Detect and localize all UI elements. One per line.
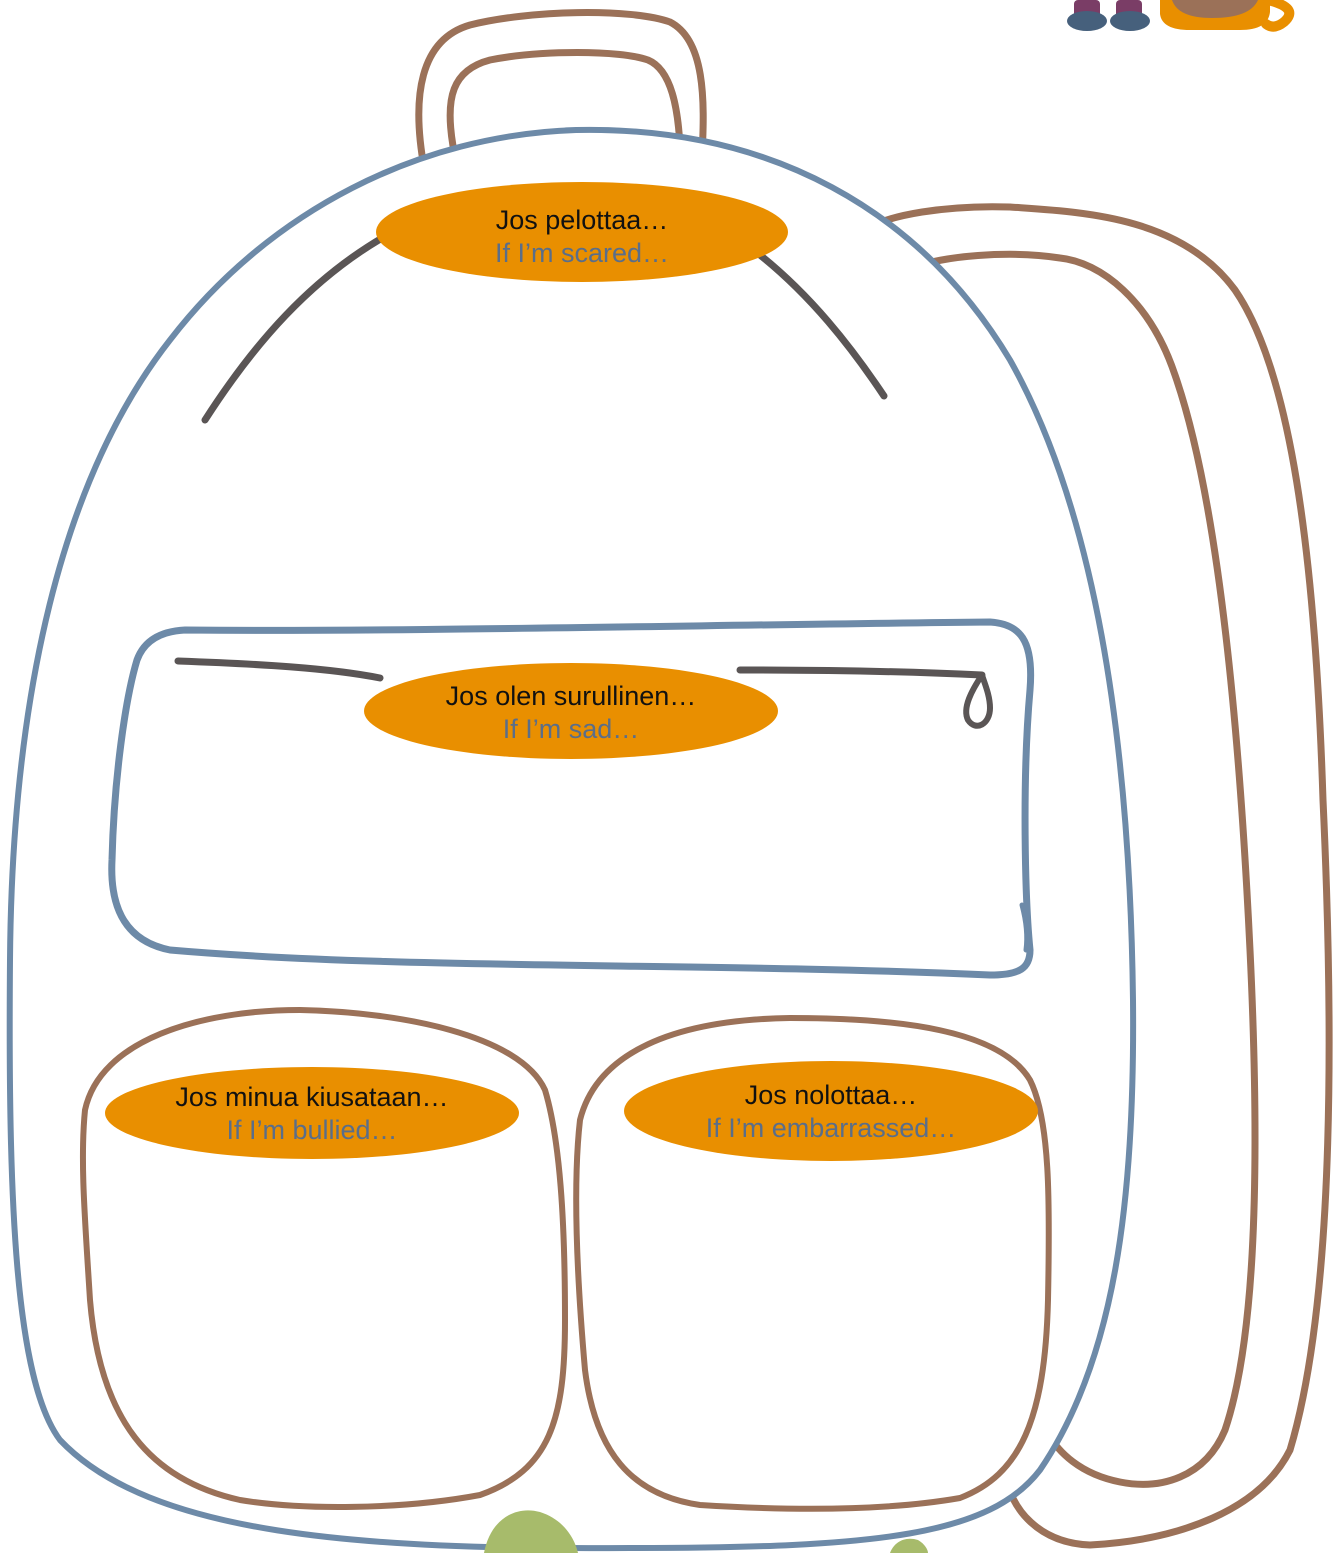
label-english: If I’m scared… xyxy=(494,238,670,268)
back-strap-inner xyxy=(909,250,1259,1488)
handle-inner xyxy=(446,49,684,150)
front-pocket-edge xyxy=(1019,902,1030,953)
pocket-label-bullied: Jos minua kiusataan… If I’m bullied… xyxy=(105,1070,519,1158)
back-strap-outer xyxy=(858,203,1333,1549)
top-zipper xyxy=(201,224,888,424)
lower-right-pocket xyxy=(573,1015,1052,1512)
pocket-label-embarrassed: Jos nolottaa… If I’m embarrassed… xyxy=(624,1064,1038,1160)
label-bubble-scared xyxy=(376,182,788,282)
corner-decoration xyxy=(1067,0,1295,32)
handle-outer xyxy=(415,9,707,159)
lower-left-pocket xyxy=(79,1007,568,1510)
bottom-right-decoration xyxy=(890,1538,928,1553)
backpack-body xyxy=(6,126,1137,1552)
label-finnish: Jos pelottaa… xyxy=(495,205,669,236)
label-english: If I’m embarrassed… xyxy=(705,1113,957,1143)
figure-shoe-right xyxy=(1110,11,1150,31)
label-english: If I’m sad… xyxy=(502,714,640,744)
zipper-pull xyxy=(963,672,993,729)
label-finnish: Jos minua kiusataan… xyxy=(175,1082,449,1113)
pocket-label-scared: Jos pelottaa… If I’m scared… xyxy=(376,192,788,282)
pocket-label-sad: Jos olen surullinen… If I’m sad… xyxy=(364,667,778,759)
label-bubble-embarrassed xyxy=(624,1061,1038,1161)
label-english: If I’m bullied… xyxy=(226,1115,398,1145)
label-finnish: Jos olen surullinen… xyxy=(445,681,697,712)
mug-inner xyxy=(1172,0,1258,18)
label-bubble-sad xyxy=(364,663,778,759)
pocket-zipper xyxy=(174,657,986,682)
figure-shoe-left xyxy=(1067,11,1107,31)
label-bubble-bullied xyxy=(105,1067,519,1159)
bottom-leaf-decoration xyxy=(484,1510,578,1553)
mug-handle xyxy=(1261,0,1295,32)
label-finnish: Jos nolottaa… xyxy=(744,1080,918,1111)
front-pocket xyxy=(108,618,1035,979)
